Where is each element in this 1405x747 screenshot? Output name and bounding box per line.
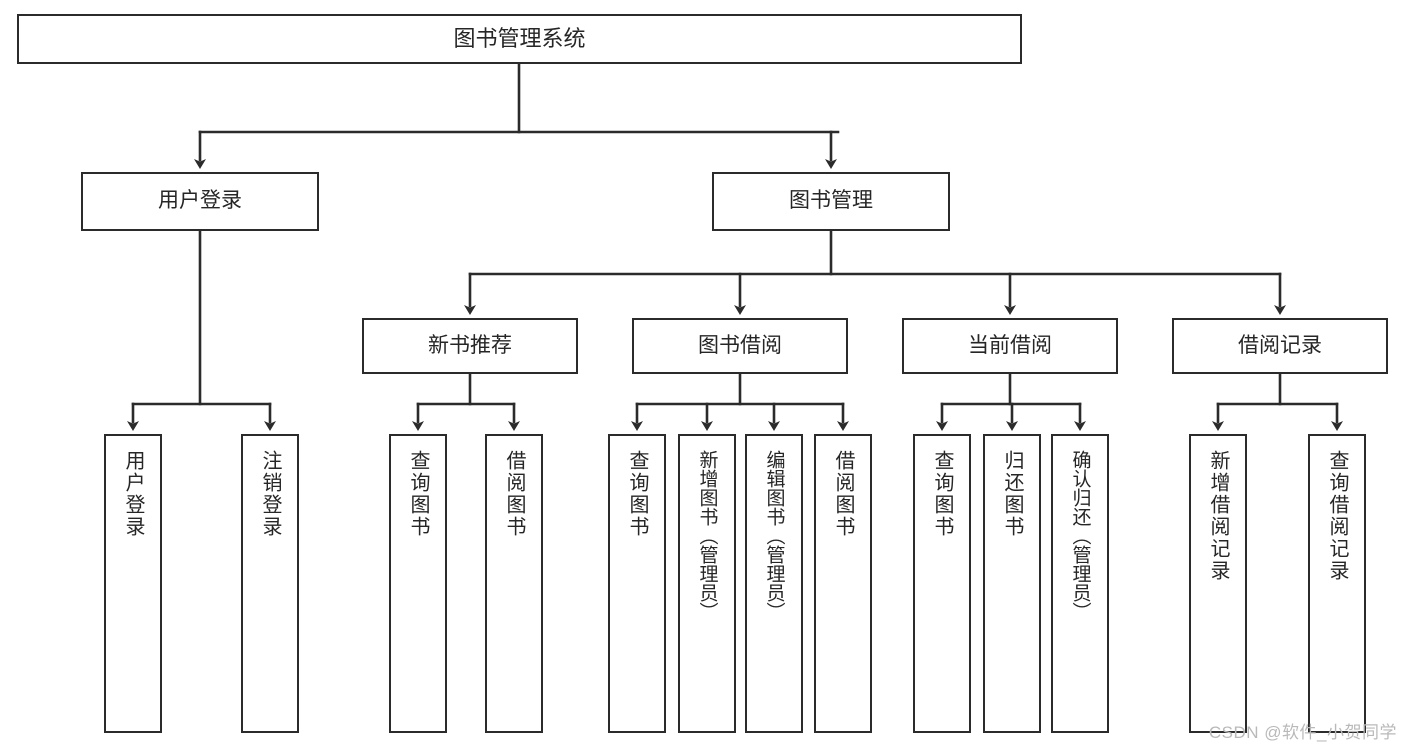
node-leaf-borrow-book-2-label: 借阅图书 — [832, 450, 854, 538]
node-leaf-add-record[interactable]: 新增借阅记录 — [1189, 434, 1247, 733]
node-leaf-return-book[interactable]: 归还图书 — [983, 434, 1041, 733]
node-leaf-add-record-label: 新增借阅记录 — [1207, 450, 1229, 582]
node-leaf-query-book-1[interactable]: 查询图书 — [389, 434, 447, 733]
node-leaf-confirm-return[interactable]: 确认归还（管理员） — [1051, 434, 1109, 733]
node-leaf-query-book-3-label: 查询图书 — [931, 450, 953, 538]
node-leaf-user-logout-label: 注销登录 — [259, 450, 281, 538]
node-root[interactable]: 图书管理系统 — [17, 14, 1022, 64]
node-leaf-edit-book-label: 编辑图书（管理员） — [763, 450, 785, 621]
node-leaf-borrow-book-1-label: 借阅图书 — [503, 450, 525, 538]
node-leaf-query-record-label: 查询借阅记录 — [1326, 450, 1348, 582]
node-leaf-edit-book[interactable]: 编辑图书（管理员） — [745, 434, 803, 733]
node-user-login-label: 用户登录 — [158, 189, 242, 213]
node-leaf-query-book-2-label: 查询图书 — [626, 450, 648, 538]
node-new-book-recommend-label: 新书推荐 — [428, 333, 512, 357]
node-borrow-record-label: 借阅记录 — [1238, 333, 1322, 357]
node-leaf-return-book-label: 归还图书 — [1001, 450, 1023, 538]
node-book-manage-label: 图书管理 — [789, 189, 873, 213]
node-leaf-user-login[interactable]: 用户登录 — [104, 434, 162, 733]
node-leaf-query-record[interactable]: 查询借阅记录 — [1308, 434, 1366, 733]
node-leaf-add-book[interactable]: 新增图书（管理员） — [678, 434, 736, 733]
node-root-label: 图书管理系统 — [453, 26, 586, 52]
node-leaf-borrow-book-1[interactable]: 借阅图书 — [485, 434, 543, 733]
node-leaf-query-book-3[interactable]: 查询图书 — [913, 434, 971, 733]
node-book-borrow[interactable]: 图书借阅 — [632, 318, 848, 374]
node-current-borrow[interactable]: 当前借阅 — [902, 318, 1118, 374]
node-leaf-user-login-label: 用户登录 — [122, 450, 144, 538]
node-leaf-query-book-1-label: 查询图书 — [407, 450, 429, 538]
node-borrow-record[interactable]: 借阅记录 — [1172, 318, 1388, 374]
node-leaf-user-logout[interactable]: 注销登录 — [241, 434, 299, 733]
node-leaf-add-book-label: 新增图书（管理员） — [696, 450, 718, 621]
node-book-borrow-label: 图书借阅 — [698, 333, 782, 357]
node-book-manage[interactable]: 图书管理 — [712, 172, 950, 231]
watermark: CSDN @软件_小贺同学 — [1208, 723, 1397, 742]
node-user-login[interactable]: 用户登录 — [81, 172, 319, 231]
node-new-book-recommend[interactable]: 新书推荐 — [362, 318, 578, 374]
node-leaf-confirm-return-label: 确认归还（管理员） — [1069, 450, 1091, 621]
node-leaf-query-book-2[interactable]: 查询图书 — [608, 434, 666, 733]
node-current-borrow-label: 当前借阅 — [968, 333, 1052, 357]
node-leaf-borrow-book-2[interactable]: 借阅图书 — [814, 434, 872, 733]
